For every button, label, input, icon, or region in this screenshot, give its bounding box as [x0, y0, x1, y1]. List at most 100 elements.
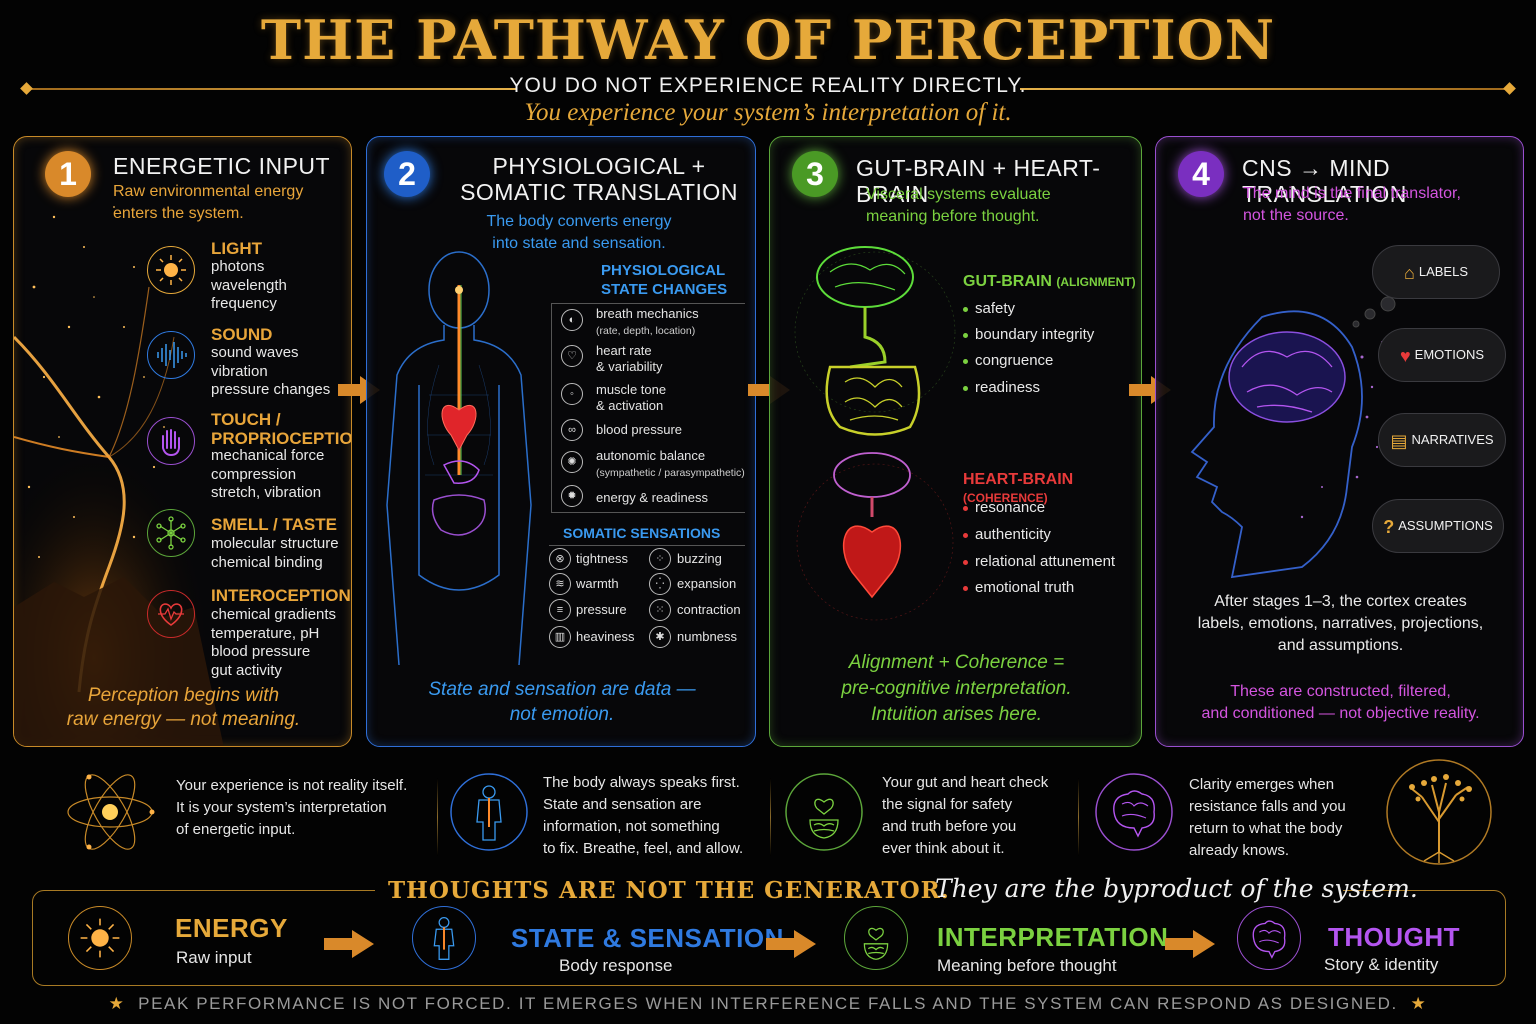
cloud-label: LABELS	[1418, 264, 1469, 279]
body-icon	[412, 906, 476, 970]
sense-line: blood pressure	[211, 643, 311, 660]
stage-1-number: 1	[45, 151, 91, 197]
banner-bold-text: THOUGHTS ARE NOT THE GENERATOR.	[388, 877, 950, 904]
sun-icon	[68, 906, 132, 970]
somatic-item: tightness	[576, 551, 629, 566]
banner-background	[375, 872, 1343, 908]
stage-3-footer-line: pre-cognitive interpretation.	[841, 678, 1072, 699]
cloud-narratives: ▤NARRATIVES	[1378, 413, 1506, 467]
gut-brain-title: GUT-BRAIN (ALIGNMENT)	[963, 273, 1136, 291]
physio-item-main: blood pressure	[596, 422, 682, 437]
stage-2-title: PHYSIOLOGICAL + SOMATIC TRANSLATION	[449, 153, 749, 205]
sense-title-interoception: INTEROCEPTION	[211, 586, 351, 605]
stage-2-number: 2	[384, 151, 430, 197]
stage-1-title: ENERGETIC INPUT	[113, 153, 331, 179]
insight-line: to fix. Breathe, feel, and allow.	[543, 840, 744, 857]
stage-2-title-line: PHYSIOLOGICAL +	[492, 153, 706, 179]
stage-4-number: 4	[1178, 151, 1224, 197]
heart-gut-icon	[844, 906, 908, 970]
sense-line: wavelength	[211, 276, 287, 294]
stage-2-footer: State and sensation are data — not emoti…	[367, 677, 755, 727]
insight-divider	[437, 778, 438, 856]
sense-text-touch: mechanical force compression stretch, vi…	[211, 447, 324, 503]
insight-4-text: Clarity emerges when resistance falls an…	[1189, 774, 1346, 862]
sense-title-line: PROPRIOCEPTION	[211, 429, 352, 448]
physio-list-bracket	[551, 303, 745, 513]
insight-line: already knows.	[1189, 842, 1290, 859]
sense-text-light: photons wavelength frequency	[211, 258, 287, 314]
gut-brain-tag: (ALIGNMENT)	[1056, 275, 1136, 289]
arrow-right-icon	[324, 930, 374, 958]
flow-title-state: STATE & SENSATION	[511, 923, 784, 953]
heart-brain-label: HEART-BRAIN	[963, 471, 1074, 488]
gut-item: safety	[963, 300, 1015, 317]
stage-1-desc-line: Raw environmental energy	[113, 183, 304, 200]
stage-2-footer-line: State and sensation are data —	[428, 679, 696, 700]
gut-item: boundary integrity	[963, 326, 1094, 343]
stage-4-desc-line: not the source.	[1243, 207, 1349, 224]
insight-line: The body always speaks first.	[543, 774, 740, 791]
stage-2-desc-line: into state and sensation.	[492, 235, 666, 252]
physio-title-line: PHYSIOLOGICAL	[601, 262, 726, 279]
physio-item-main: heart rate	[596, 343, 652, 358]
insight-line: ever think about it.	[882, 840, 1005, 857]
footer-text: PEAK PERFORMANCE IS NOT FORCED. IT EMERG…	[138, 994, 1398, 1013]
heart-item: relational attunement	[963, 553, 1115, 570]
tag-icon: ⌂	[1403, 262, 1415, 283]
gut-item-label: readiness	[975, 379, 1041, 396]
heart-rate-icon: ♡	[561, 345, 583, 367]
stage-4-desc-line: The mind is the final translator,	[1243, 185, 1461, 202]
insight-line: return to what the body	[1189, 820, 1343, 837]
flow-title-energy: ENERGY	[175, 913, 288, 943]
contraction-icon: ⁙	[649, 599, 671, 621]
sense-title-line: TOUCH /	[211, 410, 281, 429]
stage-1-footer-line: Perception begins with	[87, 685, 280, 706]
heart-item: emotional truth	[963, 579, 1074, 596]
stage-1-footer-line: raw energy — not meaning.	[66, 709, 301, 730]
subtitle-line2: You experience your system’s interpretat…	[524, 99, 1012, 126]
brain-icon	[1095, 773, 1173, 851]
stage-2-footer-line: not emotion.	[509, 704, 615, 725]
sense-title-light: LIGHT	[211, 239, 262, 258]
buzzing-icon: ⁘	[649, 548, 671, 570]
numbness-icon: ✱	[649, 626, 671, 648]
energy-particles	[27, 206, 165, 558]
physio-item: muscle tone& activation	[596, 382, 666, 414]
insight-1-text: Your experience is not reality itself. I…	[176, 775, 407, 841]
flow-title-interpretation: INTERPRETATION	[937, 922, 1169, 952]
heart-item-label: emotional truth	[975, 579, 1075, 596]
sense-line: sound waves	[211, 344, 299, 361]
banner-script-text: They are the byproduct of the system.	[935, 874, 1418, 903]
star-icon: ★	[108, 994, 126, 1013]
pressure-lines-icon: ≡	[549, 599, 571, 621]
heart-item: authenticity	[963, 526, 1051, 543]
physio-item: energy & readiness	[596, 490, 708, 506]
physio-item: heart rate& variability	[596, 343, 662, 375]
physio-item-main: energy & readiness	[596, 490, 709, 505]
stage-4-body-line: and assumptions.	[1277, 637, 1404, 654]
heart-item-label: resonance	[975, 499, 1046, 516]
sense-line: stretch, vibration	[211, 484, 322, 501]
stage-4-panel: 4 CNS → MIND TRANSLATION The mind is the…	[1155, 136, 1524, 747]
energy-icon: ✹	[561, 485, 583, 507]
cloud-assumptions: ?ASSUMPTIONS	[1372, 499, 1504, 553]
sense-line: photons	[211, 258, 265, 275]
cloud-emotions: ♥EMOTIONS	[1378, 328, 1506, 382]
sense-line: temperature, pH	[211, 624, 320, 642]
muscle-icon: ◦	[561, 383, 583, 405]
heart-gut-icon	[785, 773, 863, 851]
sense-line: molecular structure	[211, 535, 339, 552]
physio-title-line: STATE CHANGES	[601, 281, 728, 298]
somatic-item: expansion	[677, 576, 737, 591]
brain-icon	[1237, 906, 1301, 970]
stage-2-title-line: SOMATIC TRANSLATION	[460, 179, 738, 205]
header-rule-right	[1020, 88, 1510, 90]
cloud-label: ASSUMPTIONS	[1398, 518, 1493, 533]
stage-2-desc: The body converts energy into state and …	[449, 211, 709, 255]
stage-3-title: GUT-BRAIN + HEART-BRAIN	[856, 155, 1101, 207]
stage-1-desc: Raw environmental energy enters the syst…	[113, 181, 303, 225]
somatic-item: warmth	[576, 576, 619, 591]
physio-item: autonomic balance(sympathetic / parasymp…	[596, 448, 745, 481]
stage-3-desc: Visceral systems evaluate meaning before…	[866, 184, 1051, 228]
stage-4-footer-line: and conditioned — not objective reality.	[1201, 705, 1480, 722]
